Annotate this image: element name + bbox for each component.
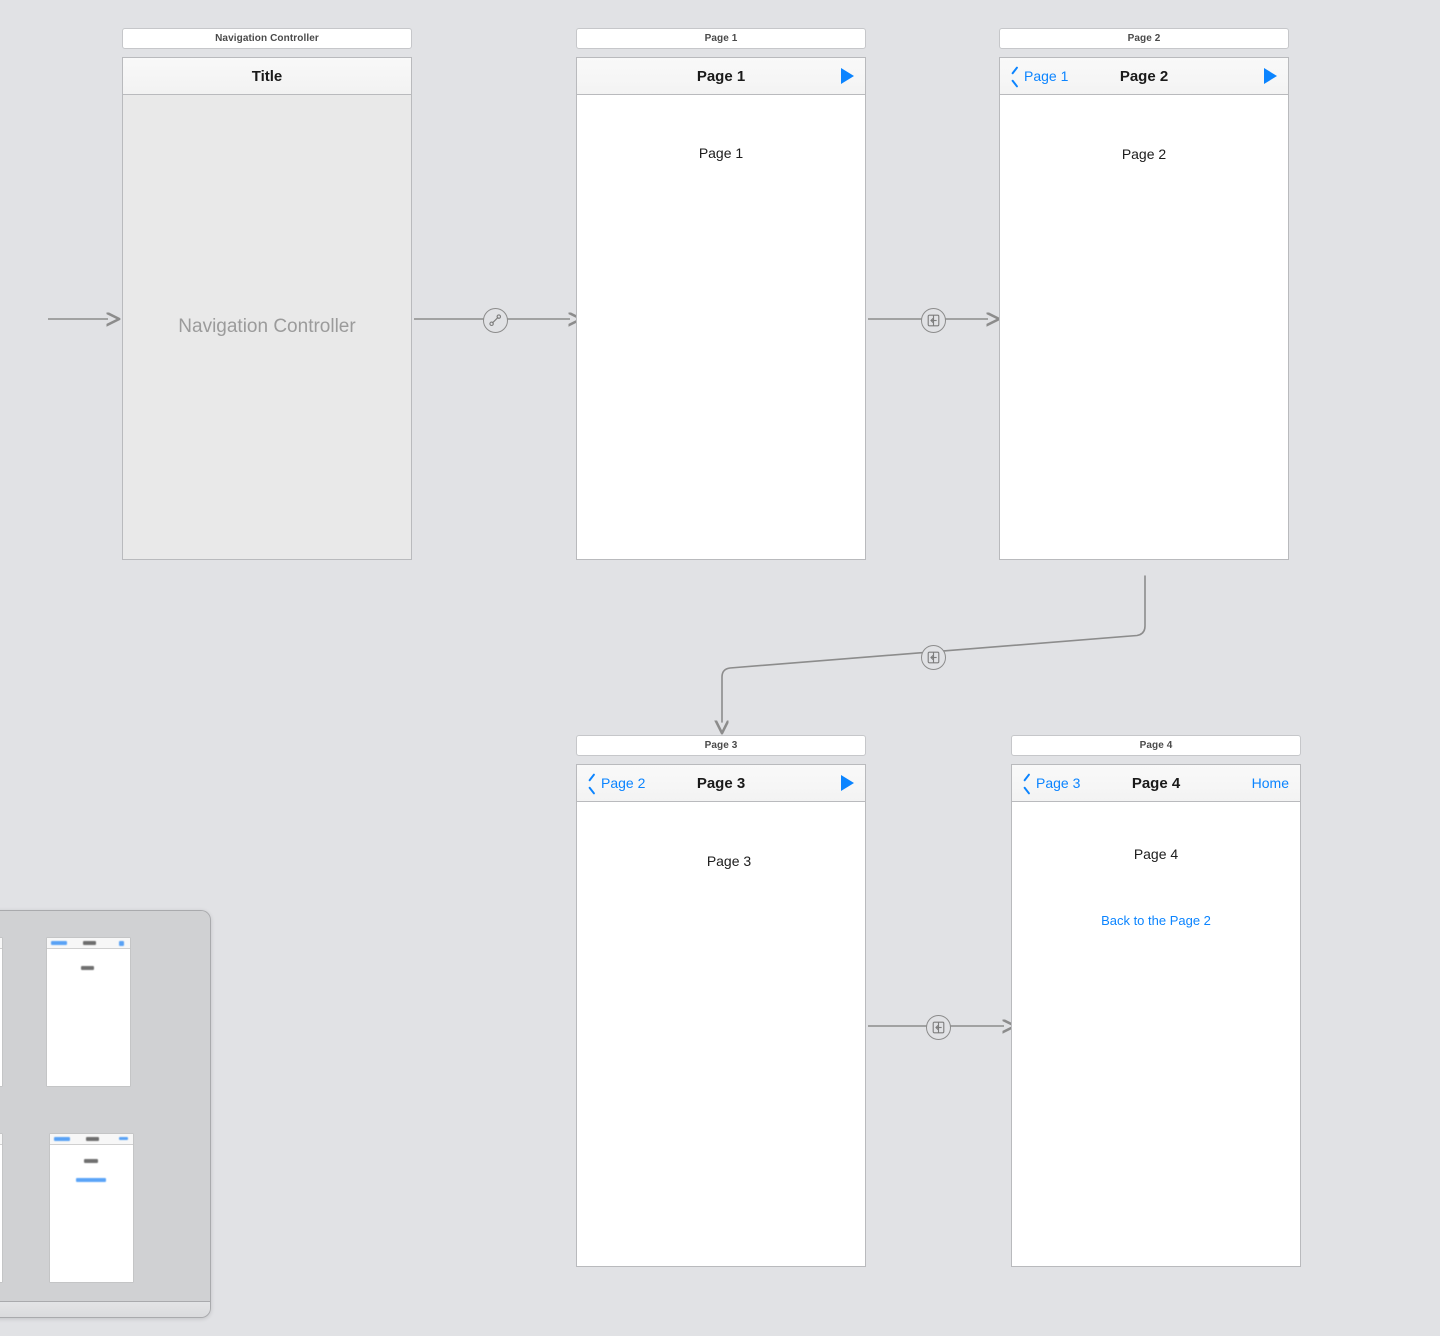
minimap-blur-text — [84, 1159, 98, 1163]
scene-page-1[interactable]: Page 1 Page 1 Page 1 — [576, 28, 866, 560]
scene-page-4[interactable]: Page 4 Page 3 Page 4 Home Page 4 Back to… — [1011, 735, 1301, 1267]
chevron-left-icon[interactable] — [588, 776, 597, 791]
chevron-left-icon[interactable] — [1023, 776, 1032, 791]
minimap-blur-link — [76, 1178, 106, 1182]
navigation-bar: Page 1 — [577, 58, 865, 95]
body-label: Page 2 — [1121, 146, 1167, 162]
show-segue-icon[interactable] — [921, 645, 946, 670]
nav-back-button[interactable]: Page 1 — [1011, 68, 1068, 84]
nav-back-button[interactable]: Page 2 — [588, 775, 645, 791]
nav-right-items[interactable] — [841, 68, 854, 84]
scene-label[interactable]: Navigation Controller — [122, 28, 412, 49]
navigation-bar: Page 1 Page 2 — [1000, 58, 1288, 95]
nav-back-label[interactable]: Page 1 — [1024, 68, 1069, 84]
show-segue-icon[interactable] — [921, 308, 946, 333]
minimap-scene[interactable] — [50, 1134, 133, 1282]
minimap-scene-navbar — [0, 938, 2, 949]
minimap-blur-icon — [119, 941, 124, 946]
show-segue-glyph — [932, 1021, 945, 1034]
home-button[interactable]: Home — [1251, 775, 1289, 791]
minimap-canvas[interactable] — [0, 911, 210, 1302]
scene-content: Page 4 Back to the Page 2 — [1012, 802, 1300, 1266]
nav-right-items[interactable] — [1264, 68, 1277, 84]
scene-page-2[interactable]: Page 2 Page 1 Page 2 Page 2 — [999, 28, 1289, 560]
show-segue-glyph — [927, 314, 940, 327]
play-triangle-icon[interactable] — [841, 68, 854, 84]
minimap-scene[interactable] — [0, 938, 2, 1086]
navigation-bar-title: Title — [123, 58, 411, 95]
nav-back-label[interactable]: Page 2 — [601, 775, 646, 791]
scene-content: Page 3 — [577, 802, 865, 1266]
scene-label[interactable]: Page 3 — [576, 735, 866, 756]
minimap-blur-home — [119, 1137, 128, 1140]
minimap-blur-back — [54, 1137, 70, 1141]
minimap-scene[interactable] — [0, 1134, 2, 1282]
chevron-left-icon[interactable] — [1011, 69, 1020, 84]
nav-right-items[interactable]: Home — [1252, 775, 1289, 791]
scene-label[interactable]: Page 1 — [576, 28, 866, 49]
relationship-glyph — [489, 314, 502, 327]
show-segue-icon[interactable] — [926, 1015, 951, 1040]
navigation-controller-placeholder: Navigation Controller — [123, 95, 411, 559]
nav-back-label[interactable]: Page 3 — [1036, 775, 1081, 791]
body-label: Page 3 — [706, 853, 752, 869]
relationship-segue-icon[interactable] — [483, 308, 508, 333]
play-triangle-icon[interactable] — [841, 775, 854, 791]
minimap-scene[interactable] — [47, 938, 130, 1086]
back-to-page-2-link[interactable]: Back to the Page 2 — [1101, 913, 1211, 928]
scene-page-3[interactable]: Page 3 Page 2 Page 3 Page 3 — [576, 735, 866, 1267]
minimap-blur-text — [86, 1137, 99, 1141]
scene-body[interactable]: Page 2 Page 3 Page 3 — [576, 764, 866, 1267]
scene-label[interactable]: Page 2 — [999, 28, 1289, 49]
play-triangle-icon[interactable] — [1264, 68, 1277, 84]
navigation-bar: Page 2 Page 3 — [577, 765, 865, 802]
scene-navigation-controller[interactable]: Navigation Controller Title Navigation C… — [122, 28, 412, 560]
scene-body[interactable]: Page 1 Page 2 Page 2 — [999, 57, 1289, 560]
minimap-footer-bar — [0, 1302, 210, 1317]
show-segue-glyph — [927, 651, 940, 664]
scene-body[interactable]: Page 1 Page 1 — [576, 57, 866, 560]
minimap-blur-back — [51, 941, 67, 945]
body-label: Page 1 — [698, 145, 744, 161]
nav-title: Page 1 — [696, 67, 746, 85]
navigation-bar: Page 3 Page 4 Home — [1012, 765, 1300, 802]
scene-body[interactable]: Title Navigation Controller — [122, 57, 412, 560]
scene-content: Page 2 — [1000, 95, 1288, 559]
minimap-scene-navbar — [50, 1134, 133, 1145]
minimap-scene-navbar — [47, 938, 130, 949]
scene-body[interactable]: Page 3 Page 4 Home Page 4 Back to the Pa… — [1011, 764, 1301, 1267]
nav-right-items[interactable] — [841, 775, 854, 791]
minimap-blur-text — [83, 941, 96, 945]
minimap-blur-text — [81, 966, 94, 970]
scene-label[interactable]: Page 4 — [1011, 735, 1301, 756]
scene-content: Page 1 — [577, 95, 865, 559]
minimap-scene-navbar — [0, 1134, 2, 1145]
body-label: Page 4 — [1133, 846, 1179, 862]
document-outline-minimap[interactable] — [0, 910, 211, 1318]
nav-back-button[interactable]: Page 3 — [1023, 775, 1080, 791]
